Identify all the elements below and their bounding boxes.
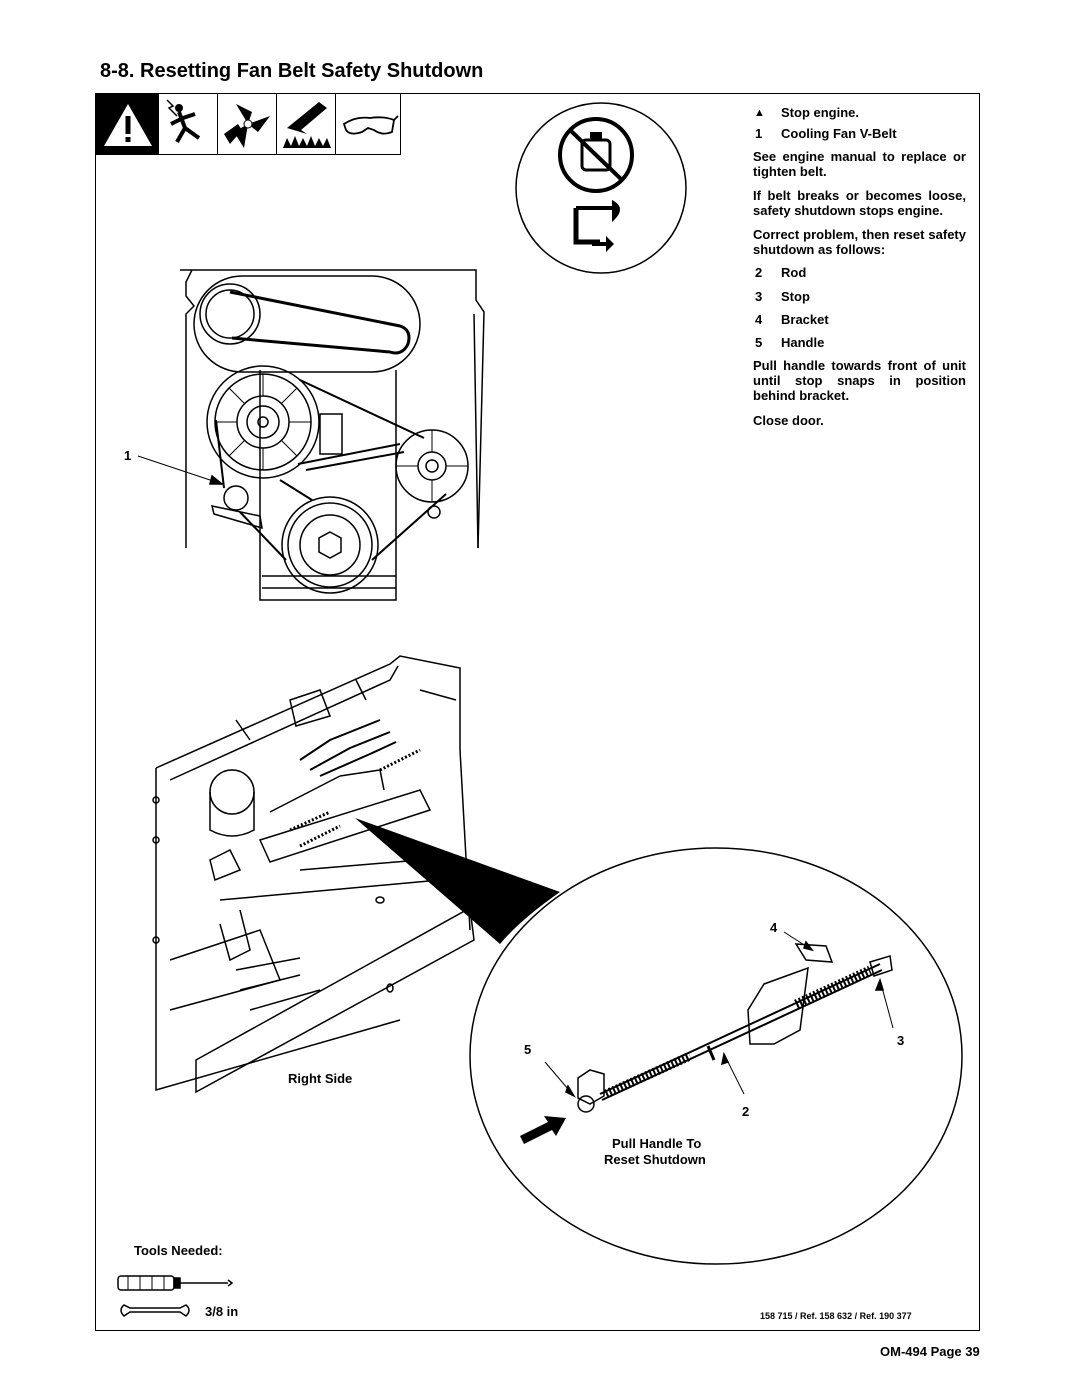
reference-number: 158 715 / Ref. 158 632 / Ref. 190 377	[760, 1311, 912, 1321]
pull-handle-label-1: Pull Handle To	[612, 1136, 702, 1151]
item3-number: 3	[755, 289, 763, 304]
item4-label: Bracket	[781, 312, 829, 327]
content-frame	[95, 93, 980, 1331]
item5-label: Handle	[781, 335, 825, 350]
callout-5: 5	[524, 1042, 532, 1057]
zoom-detail-diagram	[469, 847, 963, 1265]
step-stop-engine: Stop engine.	[781, 105, 859, 120]
see-manual-text: See engine manual to replace or tighten …	[753, 149, 966, 179]
item5-number: 5	[755, 335, 763, 350]
wrench-size-label: 3/8 in	[205, 1304, 239, 1319]
warning-triangle-icon: ▲	[754, 107, 765, 119]
callout-1: 1	[124, 448, 132, 463]
safety-glasses-icon	[335, 93, 401, 155]
item2-label: Rod	[781, 265, 807, 280]
stop-engine-icon	[515, 102, 687, 274]
callout-2: 2	[742, 1104, 750, 1119]
screwdriver-icon	[117, 1275, 234, 1291]
engine-fan-belt-diagram	[137, 269, 485, 601]
item1-number: 1	[755, 126, 763, 141]
item3-label: Stop	[781, 289, 810, 304]
pull-handle-label-2: Reset Shutdown	[604, 1152, 706, 1167]
item2-number: 2	[755, 265, 763, 280]
item1-label: Cooling Fan V-Belt	[781, 126, 897, 141]
tools-needed-label: Tools Needed:	[134, 1243, 223, 1258]
page-number: OM-494 Page 39	[880, 1344, 980, 1359]
pull-handle-text: Pull handle towards front of unit until …	[753, 358, 966, 403]
zoom-wedge	[355, 818, 560, 944]
correct-problem-text: Correct problem, then reset safety shutd…	[753, 227, 966, 257]
right-side-label: Right Side	[288, 1071, 353, 1086]
close-door-text: Close door.	[753, 413, 824, 428]
wrench-icon	[120, 1304, 190, 1317]
moving-parts-icon	[217, 93, 277, 155]
warning-icon	[95, 93, 159, 155]
callout-4: 4	[770, 920, 778, 935]
callout-3: 3	[897, 1033, 905, 1048]
pull-direction-arrow	[520, 1116, 566, 1144]
right-side-diagram	[152, 655, 475, 1094]
page-title: 8-8. Resetting Fan Belt Safety Shutdown	[100, 60, 484, 82]
if-belt-text: If belt breaks or becomes loose, safety …	[753, 188, 966, 218]
item4-number: 4	[755, 312, 763, 327]
